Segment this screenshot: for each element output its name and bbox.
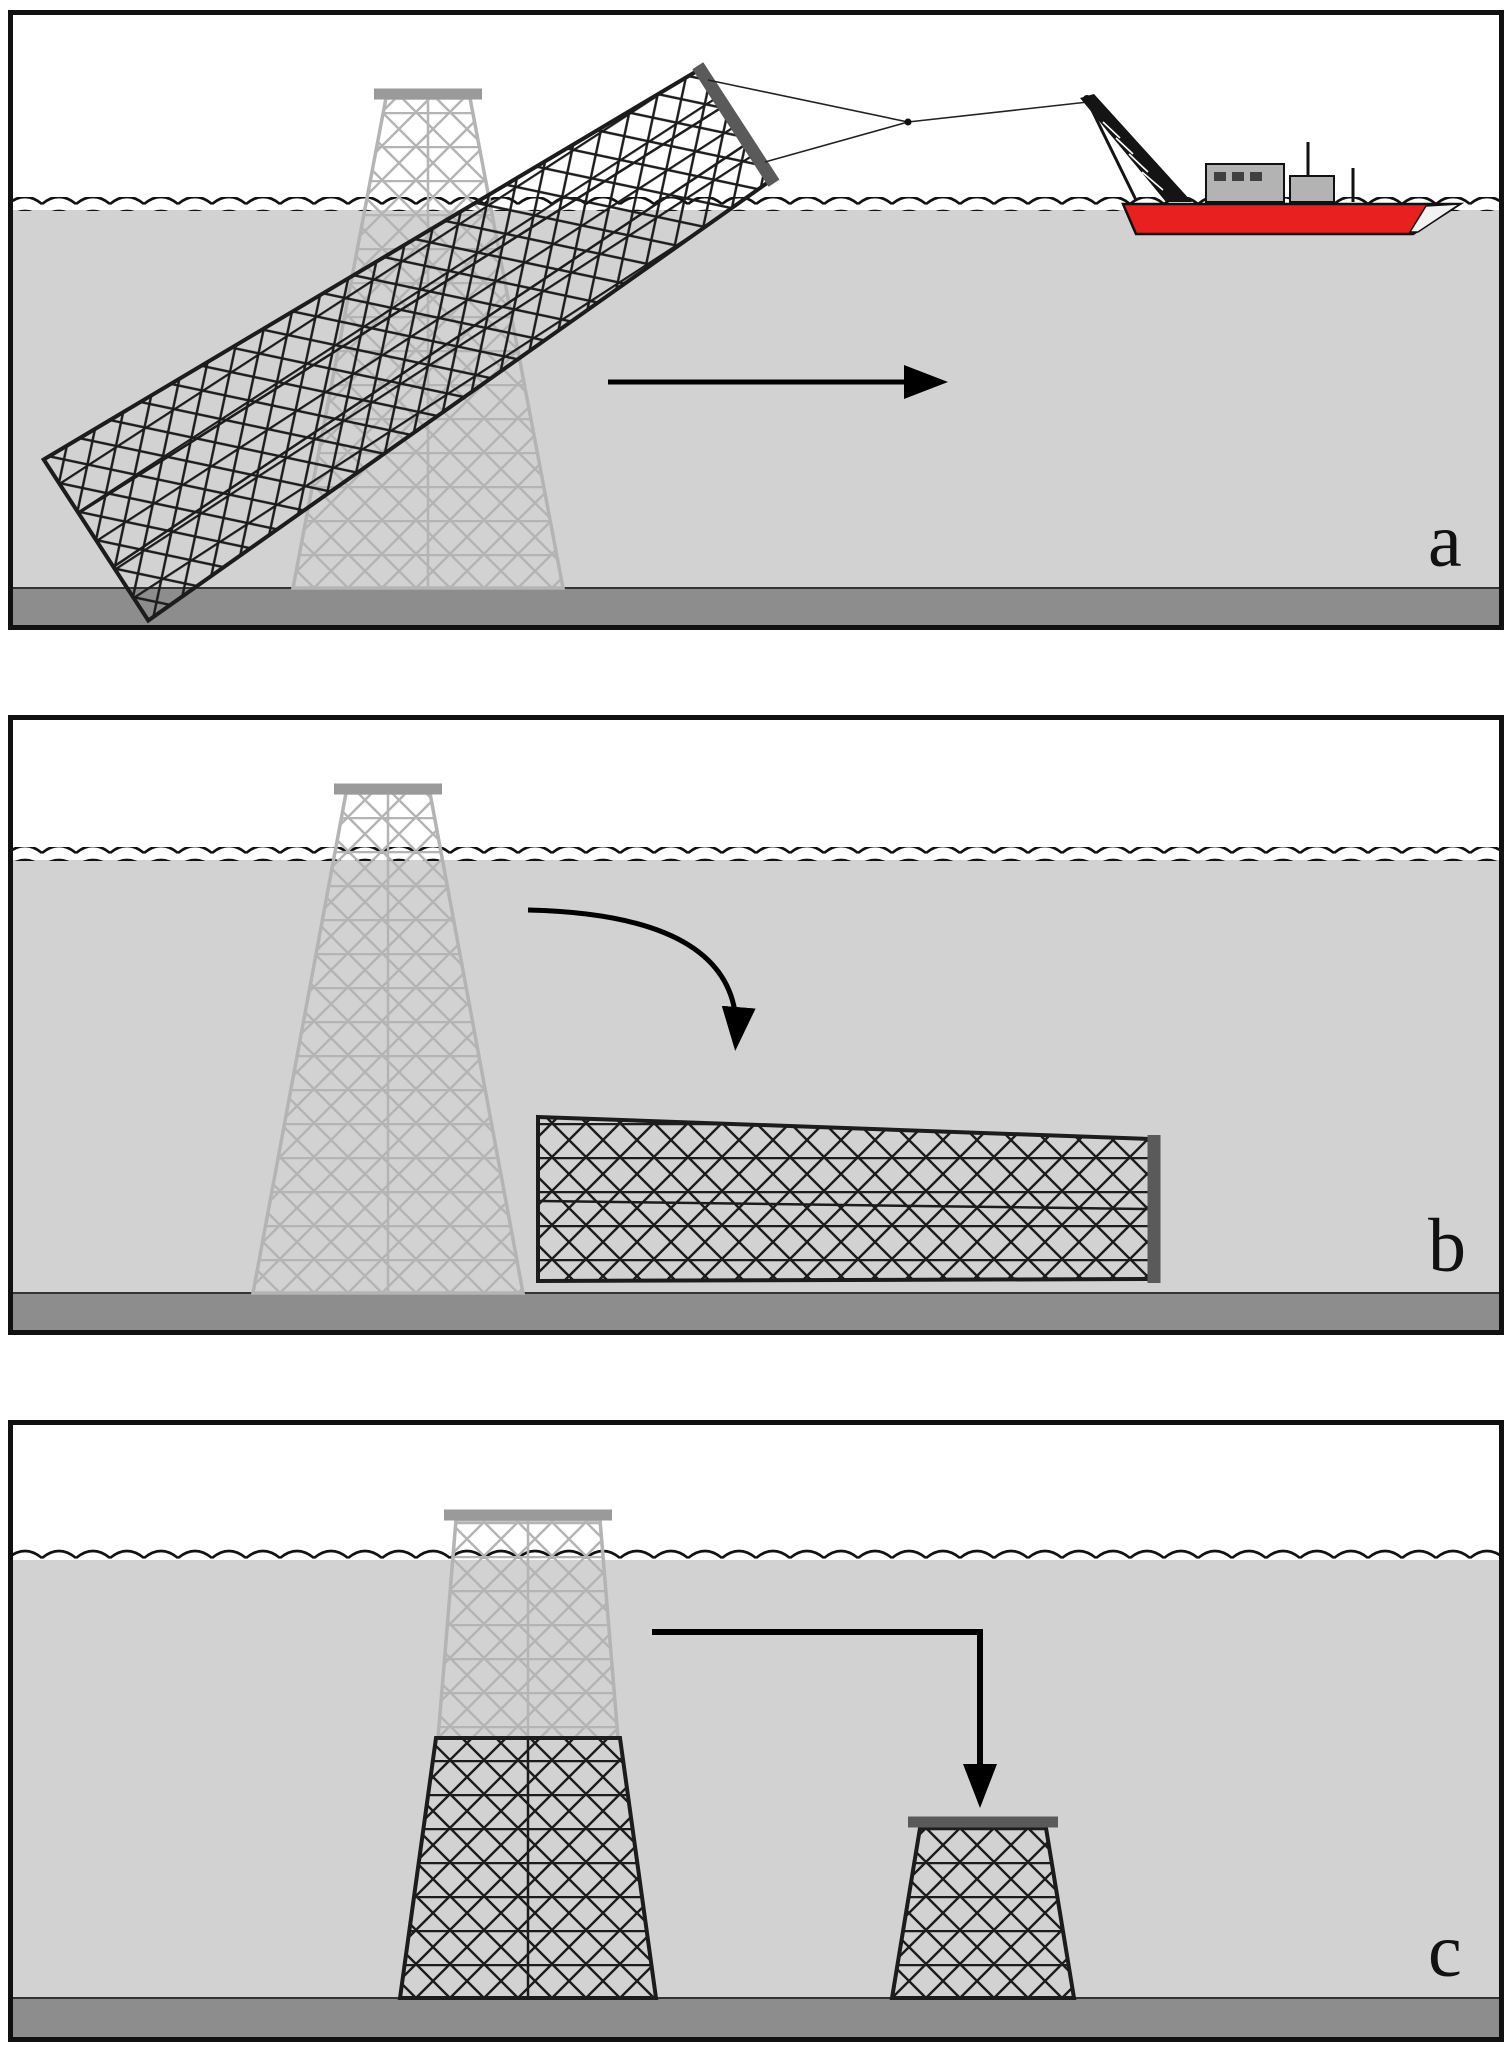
crane-vessel xyxy=(1080,94,1465,236)
crane-lattice-lines xyxy=(1102,121,1164,191)
jacket-ghost-upright xyxy=(250,783,526,1295)
panel-border xyxy=(8,10,1504,630)
crane-boom xyxy=(1080,94,1192,202)
waterline-waves xyxy=(11,847,1501,861)
panel-label-c: c xyxy=(1428,1909,1462,1993)
jacket-chord-upper xyxy=(77,106,723,515)
bridge-window xyxy=(1232,172,1244,181)
jacket-ghost-upper-section xyxy=(436,1509,620,1740)
panel-label-a: a xyxy=(1428,499,1462,583)
seabed xyxy=(11,1998,1501,2039)
removed-top-section xyxy=(889,1816,1077,2000)
seabed xyxy=(11,1293,1501,1332)
cable-hook-point xyxy=(904,118,912,126)
panel-border xyxy=(8,715,1504,1335)
cable-main xyxy=(907,101,1089,123)
ship-bow xyxy=(1408,203,1463,233)
panel-border xyxy=(8,1420,1504,2042)
waterline-waves xyxy=(11,1547,1501,1561)
bridge-window xyxy=(1214,172,1226,181)
crane-pulley xyxy=(1083,95,1091,103)
stub-frame xyxy=(889,1826,1077,2000)
ship-hull xyxy=(1121,202,1465,236)
tow-cables xyxy=(707,79,1089,163)
jacket-deck-cap xyxy=(692,62,780,187)
water xyxy=(11,1560,1501,1998)
seabed xyxy=(11,588,1501,627)
jacket-chord xyxy=(539,1199,1149,1211)
deckhouse xyxy=(1289,175,1335,203)
panel-a-towing-stage: a xyxy=(8,10,1504,630)
jacket-toppling xyxy=(40,62,780,624)
bridge-window xyxy=(1250,172,1262,181)
jacket-frame xyxy=(536,1114,1152,1284)
jacket-remaining-base xyxy=(397,1736,659,2000)
cable-sling-upper xyxy=(707,79,909,123)
ship-superstructure xyxy=(1205,163,1285,203)
panel-b-toppled-stage: b xyxy=(8,715,1504,1335)
relocation-arrow xyxy=(652,1629,997,1808)
cable-sling-lower xyxy=(764,121,909,163)
jacket-on-seabed xyxy=(536,1114,1161,1284)
crane-backstay xyxy=(1086,101,1138,201)
jacket-chord-lower xyxy=(112,143,747,568)
panel-c-partial-removal-stage: c xyxy=(8,1420,1504,2042)
topple-direction-arrow xyxy=(527,907,756,1051)
panel-label-b: b xyxy=(1428,1204,1466,1288)
